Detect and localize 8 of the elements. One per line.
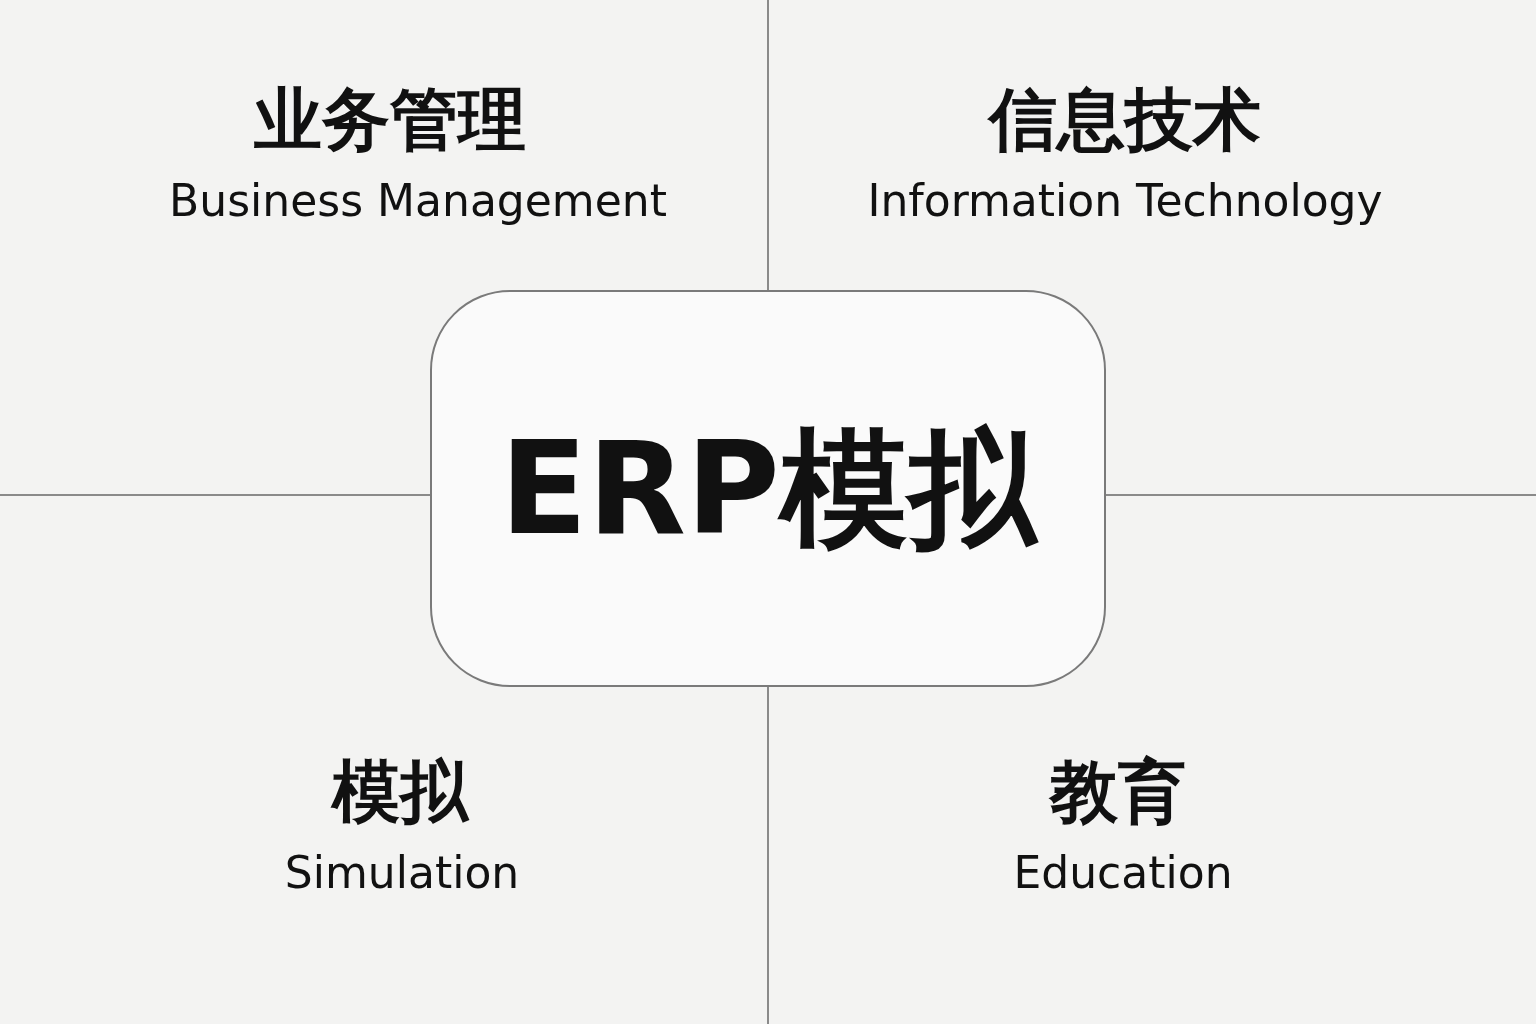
- quadrant-title: 模拟: [332, 758, 468, 826]
- quadrant-title: 业务管理: [254, 86, 526, 154]
- quadrant-subtitle: Simulation: [284, 851, 520, 895]
- quadrant-subtitle: Business Management: [169, 179, 667, 223]
- quadrant-subtitle: Education: [1013, 851, 1233, 895]
- quadrant-title: 信息技术: [989, 86, 1261, 154]
- center-box: [430, 290, 1106, 687]
- quadrant-subtitle: Information Technology: [867, 179, 1383, 223]
